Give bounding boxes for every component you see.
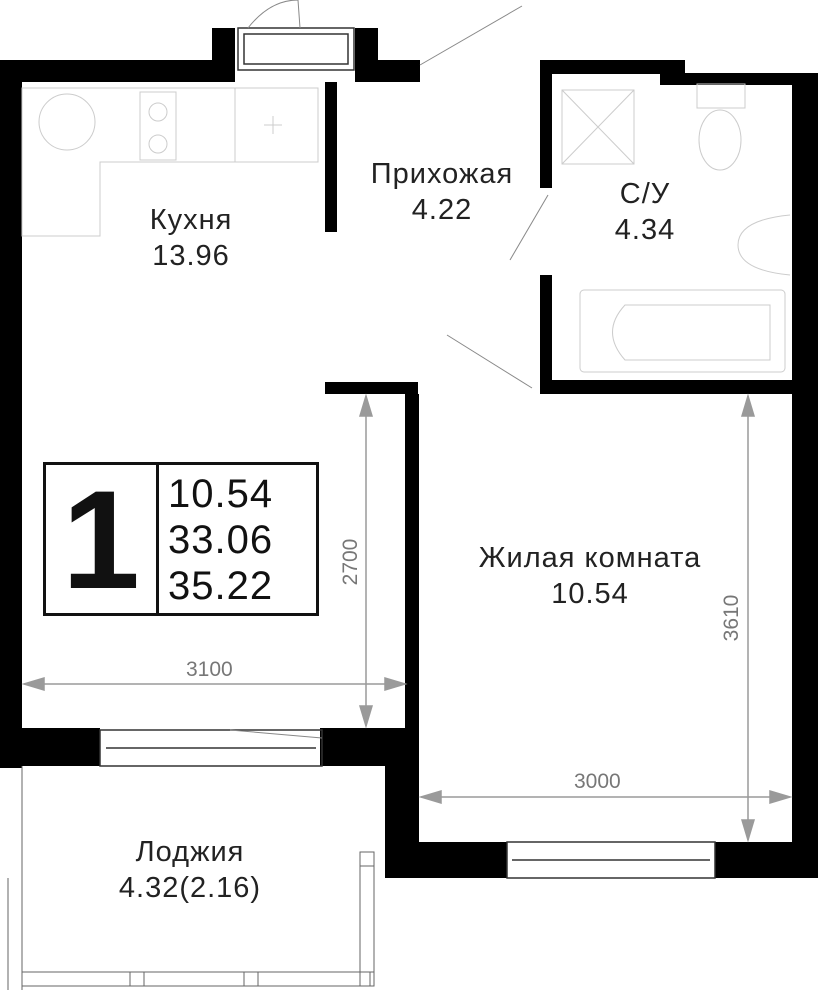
wall-hall-bottom bbox=[325, 382, 418, 394]
wall-living-bottom-right bbox=[715, 842, 818, 878]
total-area-with-loggia-value: 35.22 bbox=[168, 564, 274, 608]
loggia-area: 4.32(2.16) bbox=[118, 872, 262, 904]
living-width-dimension: 3000 bbox=[574, 770, 621, 793]
kitchen-area: 13.96 bbox=[152, 240, 230, 272]
kitchen-furniture bbox=[21, 87, 319, 237]
windows bbox=[99, 27, 716, 879]
wall-bath-left-lower bbox=[540, 275, 552, 394]
burner-icon bbox=[148, 134, 168, 154]
wall-window-pier-left bbox=[212, 28, 235, 73]
bath-name: С/У bbox=[619, 178, 671, 210]
living-depth-dimension: 3610 bbox=[720, 594, 743, 642]
kitchen-counter bbox=[21, 87, 319, 237]
wall-bath-bottom bbox=[540, 380, 818, 394]
burner-icon bbox=[148, 102, 168, 122]
bath-fixtures bbox=[561, 83, 791, 373]
wall-kitchen-hall bbox=[325, 82, 337, 232]
loggia-glazing-right bbox=[359, 851, 375, 987]
bath-area: 4.34 bbox=[614, 214, 676, 246]
kitchen-name: Кухня bbox=[149, 204, 233, 236]
window-kitchen bbox=[99, 729, 323, 767]
wall-top-right bbox=[660, 73, 818, 85]
wall-kitchen-bottom-left bbox=[0, 728, 100, 766]
toilet-icon bbox=[698, 109, 742, 171]
hall-label: Прихожая 4.22 bbox=[342, 156, 542, 228]
bathtub bbox=[579, 289, 786, 373]
window-living bbox=[506, 841, 716, 879]
loggia-door-swing bbox=[229, 729, 323, 739]
living-label: Жилая комната 10.54 bbox=[440, 540, 740, 612]
washbasin-icon bbox=[737, 214, 791, 276]
loggia-glazing-bottom bbox=[21, 971, 371, 987]
sink-icon bbox=[38, 93, 96, 151]
total-area-value: 33.06 bbox=[168, 518, 274, 562]
wall-left bbox=[0, 60, 22, 768]
shower-tray bbox=[561, 89, 635, 165]
living-area: 10.54 bbox=[551, 578, 629, 610]
living-name: Жилая комната bbox=[478, 542, 702, 574]
wall-top-bath bbox=[540, 60, 685, 74]
walls bbox=[0, 28, 818, 878]
bath-door-swing bbox=[509, 194, 549, 261]
window-top bbox=[237, 27, 355, 71]
door-swings bbox=[229, 0, 549, 739]
top-door-swing bbox=[247, 0, 301, 29]
living-door-swing bbox=[446, 334, 533, 389]
kitchen-depth-dimension: 2700 bbox=[339, 538, 362, 586]
wall-top-left bbox=[0, 60, 235, 82]
kitchen-width-dimension: 3100 bbox=[186, 658, 233, 681]
window-top-inner bbox=[243, 33, 349, 65]
stove bbox=[139, 91, 177, 161]
wall-bath-left-upper bbox=[540, 60, 552, 188]
apartment-summary-badge: 1 10.54 33.06 35.22 bbox=[43, 462, 319, 616]
hall-name: Прихожая bbox=[370, 158, 514, 190]
hall-area: 4.22 bbox=[411, 194, 473, 226]
kitchen-label: Кухня 13.96 bbox=[116, 202, 266, 274]
bath-label: С/У 4.34 bbox=[585, 176, 705, 248]
area-list: 10.54 33.06 35.22 bbox=[168, 471, 273, 609]
entrance-door-swing bbox=[419, 5, 523, 66]
rooms-count: 1 bbox=[46, 465, 159, 615]
living-area-value: 10.54 bbox=[168, 472, 274, 516]
loggia-railing bbox=[7, 766, 375, 990]
loggia-name: Лоджия bbox=[135, 836, 245, 868]
wall-right bbox=[792, 73, 818, 878]
loggia-label: Лоджия 4.32(2.16) bbox=[90, 834, 290, 906]
wall-top-middle bbox=[355, 60, 420, 82]
wall-living-bottom-left bbox=[385, 842, 507, 878]
dimension-lines bbox=[21, 393, 793, 843]
toilet-tank bbox=[696, 83, 746, 109]
